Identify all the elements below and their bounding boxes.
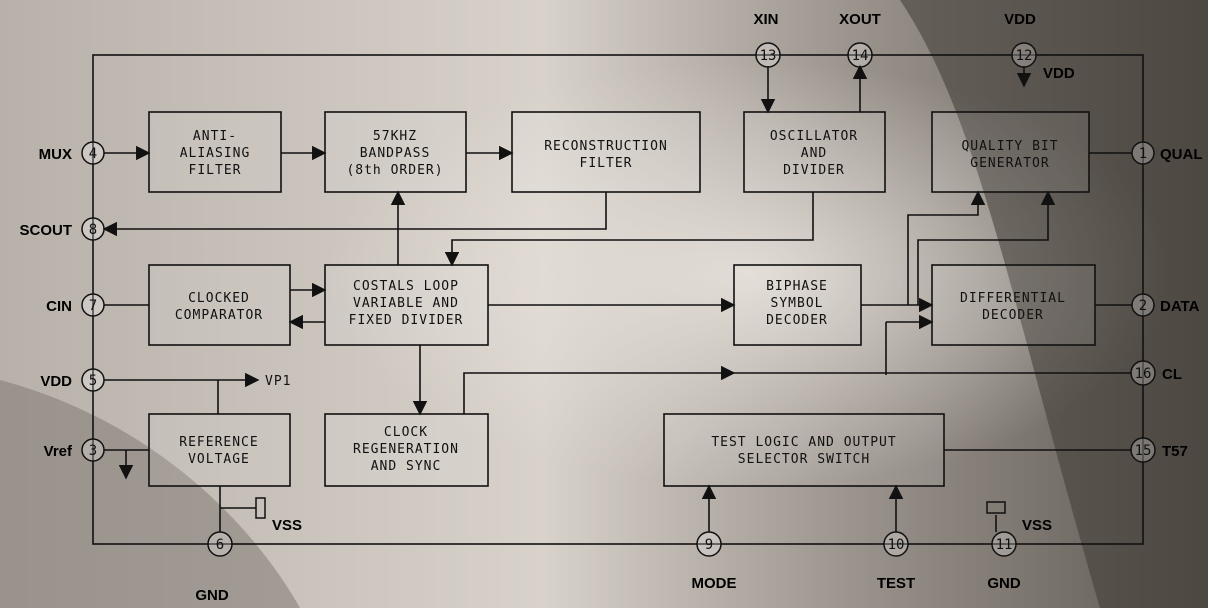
costas-loop-block: COSTALS LOOP VARIABLE AND FIXED DIVIDER — [324, 264, 489, 346]
quality-bit-generator-block: QUALITY BIT GENERATOR — [931, 111, 1090, 193]
block-line: BIPHASE — [766, 279, 828, 294]
pin-10: 10 — [883, 531, 909, 557]
block-line: ANTI- — [193, 129, 237, 144]
test-logic-block: TEST LOGIC AND OUTPUT SELECTOR SWITCH — [663, 413, 945, 487]
biphase-decoder-block: BIPHASE SYMBOL DECODER — [733, 264, 862, 346]
block-line: SYMBOL — [771, 296, 824, 311]
pin-label-qual: QUAL — [1160, 146, 1203, 163]
svg-text:5: 5 — [89, 373, 97, 389]
block-line: AND — [801, 146, 827, 161]
pin-1: 1 — [1131, 141, 1155, 165]
vp1-label: VP1 — [265, 374, 291, 389]
pin-label-mux: MUX — [39, 146, 72, 163]
pin-11: 11 — [991, 531, 1017, 557]
pin-13: 13 — [755, 42, 781, 68]
block-line: DIVIDER — [783, 163, 845, 178]
block-line: FILTER — [580, 156, 633, 171]
pin-label-vref: Vref — [44, 443, 73, 460]
block-line: RECONSTRUCTION — [544, 139, 668, 154]
pin-8: 8 — [81, 217, 105, 241]
svg-text:14: 14 — [852, 48, 869, 64]
pin-16: 16 — [1130, 360, 1156, 386]
block-line: OSCILLATOR — [770, 129, 858, 144]
block-line: CLOCKED — [188, 291, 250, 306]
svg-text:16: 16 — [1135, 366, 1152, 382]
block-line: GENERATOR — [970, 156, 1049, 171]
svg-text:13: 13 — [760, 48, 777, 64]
block-line: DECODER — [766, 313, 828, 328]
bandpass-block: 57KHZ BANDPASS (8th ORDER) — [324, 111, 467, 193]
block-line: VARIABLE AND — [353, 296, 459, 311]
block-line: BANDPASS — [360, 146, 431, 161]
anti-aliasing-filter-block: ANTI- ALIASING FILTER — [148, 111, 282, 193]
block-line: DIFFERENTIAL — [960, 291, 1066, 306]
wires — [102, 64, 1132, 532]
block-line: (8th ORDER) — [346, 163, 443, 178]
pin-5: 5 — [81, 368, 105, 392]
block-line: AND SYNC — [371, 459, 442, 474]
chip-outline — [92, 54, 1144, 545]
pin-label-xout: XOUT — [839, 11, 881, 28]
block-line: FIXED DIVIDER — [349, 313, 464, 328]
svg-text:6: 6 — [216, 537, 224, 553]
pin-label-t57: T57 — [1162, 443, 1188, 460]
svg-text:8: 8 — [89, 222, 97, 238]
svg-text:11: 11 — [996, 537, 1013, 553]
block-line: FILTER — [189, 163, 242, 178]
block-line: CLOCK — [384, 425, 428, 440]
vss-label-left: VSS — [272, 517, 302, 534]
pin-12: 12 — [1011, 42, 1037, 68]
vss-label-right: VSS — [1022, 517, 1052, 534]
pin-label-cin: CIN — [46, 298, 72, 315]
pin-4: 4 — [81, 141, 105, 165]
block-line: ALIASING — [180, 146, 251, 161]
block-line: DECODER — [982, 308, 1044, 323]
pin-label-data: DATA — [1160, 298, 1200, 315]
reference-voltage-block: REFERENCE VOLTAGE — [148, 413, 291, 487]
pin-label-scout: SCOUT — [20, 222, 73, 239]
vdd-arrow-label: VDD — [1043, 65, 1075, 82]
svg-text:12: 12 — [1016, 48, 1033, 64]
pin-15: 15 — [1130, 437, 1156, 463]
pin-label-cl: CL — [1162, 366, 1182, 383]
pin-7: 7 — [81, 293, 105, 317]
pin-label-vdd-top: VDD — [1004, 11, 1036, 28]
pin-3: 3 — [81, 438, 105, 462]
svg-text:7: 7 — [89, 298, 97, 314]
block-line: SELECTOR SWITCH — [738, 452, 870, 467]
block-line: COSTALS LOOP — [353, 279, 459, 294]
svg-text:1: 1 — [1139, 146, 1147, 162]
block-line: TEST LOGIC AND OUTPUT — [711, 435, 896, 450]
pin-label-xin: XIN — [753, 11, 778, 28]
block-line: COMPARATOR — [175, 308, 263, 323]
svg-text:10: 10 — [888, 537, 905, 553]
pin-label-gnd-right: GND — [987, 575, 1021, 592]
pin-9: 9 — [696, 531, 722, 557]
pin-14: 14 — [847, 42, 873, 68]
block-line: QUALITY BIT — [961, 139, 1058, 154]
pin-label-vdd: VDD — [40, 373, 72, 390]
clock-regeneration-block: CLOCK REGENERATION AND SYNC — [324, 413, 489, 487]
svg-text:4: 4 — [89, 146, 97, 162]
pin-6: 6 — [207, 531, 233, 557]
svg-text:2: 2 — [1139, 298, 1147, 314]
svg-text:9: 9 — [705, 537, 713, 553]
svg-text:3: 3 — [89, 443, 97, 459]
pin-2: 2 — [1131, 293, 1155, 317]
block-line: REGENERATION — [353, 442, 459, 457]
block-line: 57KHZ — [373, 129, 417, 144]
differential-decoder-block: DIFFERENTIAL DECODER — [931, 264, 1096, 346]
pin-label-gnd-left: GND — [195, 587, 229, 604]
clocked-comparator-block: CLOCKED COMPARATOR — [148, 264, 291, 346]
block-line: VOLTAGE — [188, 452, 250, 467]
oscillator-block: OSCILLATOR AND DIVIDER — [743, 111, 886, 193]
svg-text:15: 15 — [1135, 443, 1152, 459]
pin-label-mode: MODE — [692, 575, 737, 592]
pin-label-test: TEST — [877, 575, 915, 592]
block-line: REFERENCE — [179, 435, 258, 450]
reconstruction-filter-block: RECONSTRUCTION FILTER — [511, 111, 701, 193]
